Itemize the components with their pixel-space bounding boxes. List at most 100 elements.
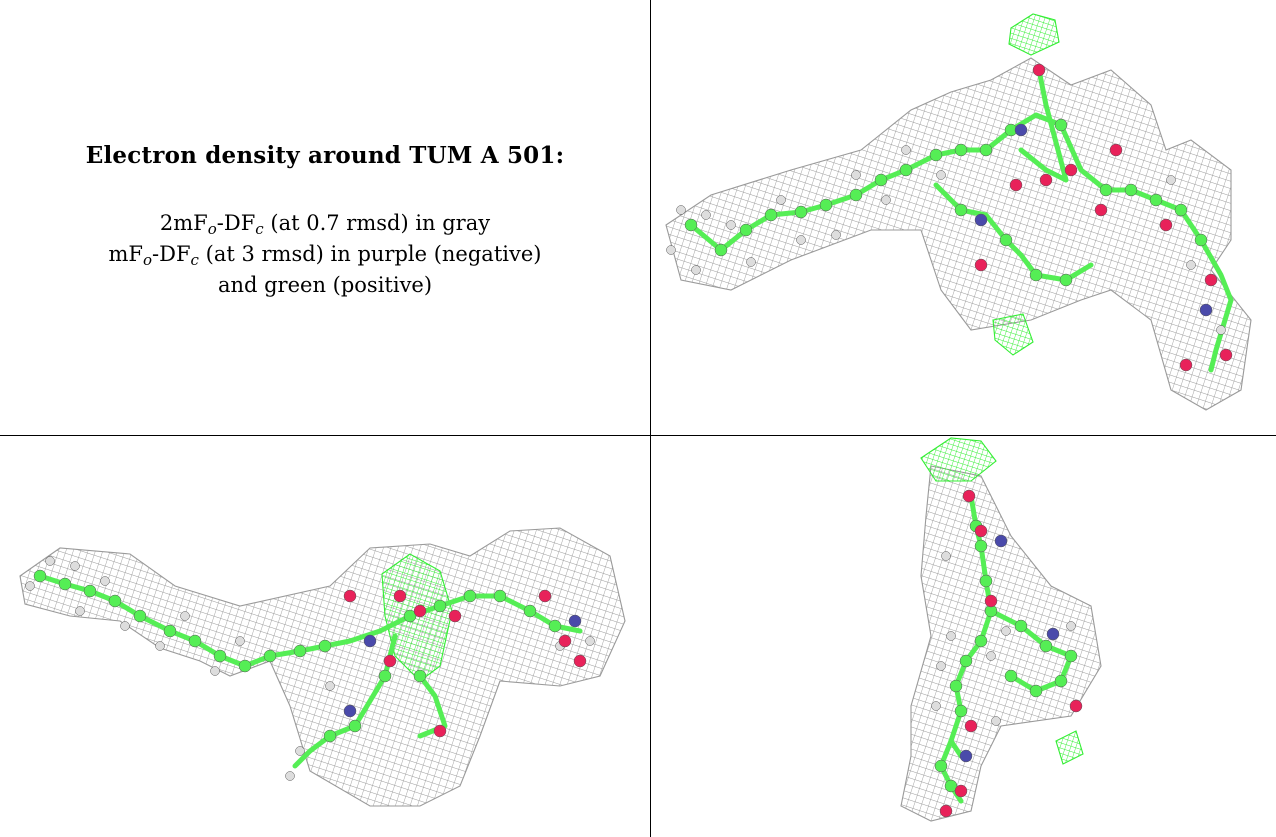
oxygen-atom <box>974 524 988 538</box>
oxygen-atom <box>939 804 953 818</box>
figure-caption: 2mFo-DFc (at 0.7 rmsd) in gray mFo-DFc (… <box>0 208 650 301</box>
carbon-atom <box>974 634 988 648</box>
carbon-atom <box>1054 118 1068 132</box>
hydrogen-atom <box>726 220 736 230</box>
oxygen-atom <box>984 594 998 608</box>
carbon-atom <box>899 163 913 177</box>
carbon-atom <box>1064 649 1078 663</box>
carbon-atom <box>974 539 988 553</box>
hydrogen-atom <box>851 170 861 180</box>
hydrogen-atom <box>666 245 676 255</box>
carbon-atom <box>1194 233 1208 247</box>
carbon-atom <box>378 669 392 683</box>
oxygen-atom <box>1109 143 1123 157</box>
carbon-atom <box>999 233 1013 247</box>
oxygen-atom <box>448 609 462 623</box>
hydrogen-atom <box>100 576 110 586</box>
top-right-view <box>651 0 1276 435</box>
carbon-atom <box>1029 268 1043 282</box>
carbon-atom <box>959 654 973 668</box>
carbon-atom <box>934 759 948 773</box>
oxygen-atom <box>954 784 968 798</box>
carbon-atom <box>33 569 47 583</box>
carbon-atom <box>348 719 362 733</box>
caption-line-3: and green (positive) <box>217 273 433 297</box>
nitrogen-atom <box>1199 303 1213 317</box>
carbon-atom <box>874 173 888 187</box>
carbon-atom <box>523 604 537 618</box>
carbon-atom <box>684 218 698 232</box>
oxygen-atom <box>538 589 552 603</box>
hydrogen-atom <box>180 611 190 621</box>
hydrogen-atom <box>25 581 35 591</box>
carbon-atom <box>163 624 177 638</box>
carbon-atom <box>133 609 147 623</box>
carbon-atom <box>794 205 808 219</box>
hydrogen-atom <box>45 556 55 566</box>
carbon-atom <box>58 577 72 591</box>
hydrogen-atom <box>991 716 1001 726</box>
bottom-right-view <box>651 436 1276 837</box>
density-render-1 <box>665 13 1252 411</box>
carbon-atom <box>1004 669 1018 683</box>
hydrogen-atom <box>70 561 80 571</box>
carbon-atom <box>1029 684 1043 698</box>
carbon-atom <box>819 198 833 212</box>
carbon-atom <box>954 143 968 157</box>
hydrogen-atom <box>210 666 220 676</box>
green-density-mesh <box>992 313 1034 356</box>
gray-density-mesh <box>665 57 1252 411</box>
hydrogen-atom <box>120 621 130 631</box>
hydrogen-atom <box>691 265 701 275</box>
carbon-atom <box>413 669 427 683</box>
hydrogen-atom <box>676 205 686 215</box>
carbon-atom <box>1054 674 1068 688</box>
carbon-atom <box>739 223 753 237</box>
caption-line-1: 2mFo-DFc (at 0.7 rmsd) in gray <box>159 211 491 238</box>
carbon-atom <box>954 704 968 718</box>
carbon-atom <box>318 639 332 653</box>
hydrogen-atom <box>585 636 595 646</box>
hydrogen-atom <box>235 636 245 646</box>
bottom-left-view <box>0 436 650 837</box>
carbon-atom <box>238 659 252 673</box>
carbon-atom <box>188 634 202 648</box>
hydrogen-atom <box>285 771 295 781</box>
carbon-atom <box>954 203 968 217</box>
carbon-atom <box>764 208 778 222</box>
oxygen-atom <box>413 604 427 618</box>
hydrogen-atom <box>1166 175 1176 185</box>
oxygen-atom <box>433 724 447 738</box>
carbon-atom <box>83 584 97 598</box>
oxygen-atom <box>1039 173 1053 187</box>
oxygen-atom <box>974 258 988 272</box>
hydrogen-atom <box>1066 621 1076 631</box>
hydrogen-atom <box>796 235 806 245</box>
carbon-atom <box>944 779 958 793</box>
oxygen-atom <box>1094 203 1108 217</box>
hydrogen-atom <box>831 230 841 240</box>
carbon-branch <box>1018 67 1069 183</box>
caption-line-2: mFo-DFc (at 3 rmsd) in purple (negative) <box>108 242 542 269</box>
nitrogen-atom <box>363 634 377 648</box>
carbon-atom <box>929 148 943 162</box>
carbon-atom <box>1099 183 1113 197</box>
oxygen-atom <box>1204 273 1218 287</box>
hydrogen-atom <box>701 210 711 220</box>
carbon-atom <box>108 594 122 608</box>
oxygen-atom <box>1179 358 1193 372</box>
oxygen-atom <box>1159 218 1173 232</box>
carbon-atom <box>1014 619 1028 633</box>
nitrogen-atom <box>974 213 988 227</box>
hydrogen-atom <box>936 170 946 180</box>
nitrogen-atom <box>1014 123 1028 137</box>
hydrogen-atom <box>1216 325 1226 335</box>
nitrogen-atom <box>343 704 357 718</box>
carbon-atom <box>949 679 963 693</box>
nitrogen-atom <box>994 534 1008 548</box>
oxygen-atom <box>1069 699 1083 713</box>
carbon-atom <box>213 649 227 663</box>
figure-title: Electron density around TUM A 501: <box>85 142 565 169</box>
green-density-mesh <box>1055 730 1084 765</box>
